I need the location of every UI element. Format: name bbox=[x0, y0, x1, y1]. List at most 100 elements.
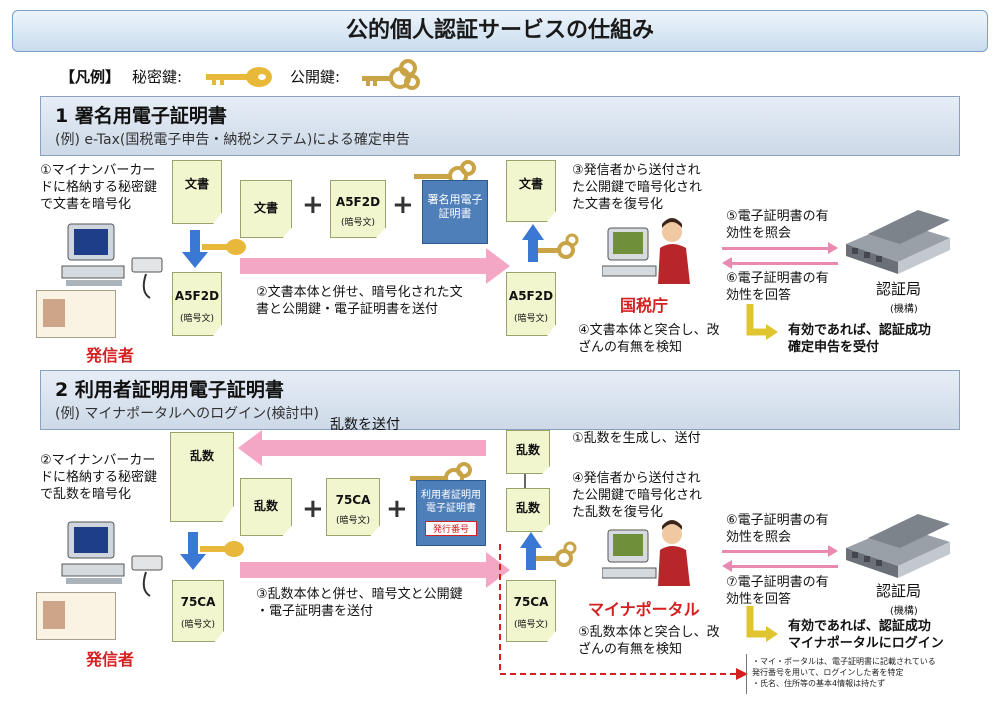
s2-step4: ④発信者から送付され た公開鍵で暗号化され た乱数を復号化 bbox=[572, 471, 703, 520]
s2-random-label: 乱数 bbox=[189, 449, 214, 463]
s1-bundle-document: 文書 bbox=[240, 180, 292, 238]
s2-authority-sub: (機構) bbox=[890, 606, 918, 617]
s2-bundle-cipher-label: 75CA bbox=[335, 493, 371, 507]
plus-icon: + bbox=[392, 190, 414, 220]
s2-send-random-arrow bbox=[238, 430, 486, 466]
s2-cipher-doc-receiver: 75CA (暗号文) bbox=[506, 580, 556, 642]
s2-result-arrow bbox=[746, 606, 778, 642]
s2-step5: ⑤乱数本体と突合し、改 ざんの有無を検知 bbox=[578, 625, 720, 657]
s1-result-arrow bbox=[746, 304, 778, 340]
s2-bundle-cipher-sub: (暗号文) bbox=[335, 516, 371, 526]
s1-document: 文書 bbox=[172, 160, 222, 224]
s2-cipher-doc-sender: 75CA (暗号文) bbox=[172, 580, 224, 642]
s2-authority-building-icon bbox=[846, 514, 950, 578]
s2-step7: ⑦電子証明書の有 効性を回答 bbox=[726, 575, 829, 607]
s2-check-random-label: 乱数 bbox=[515, 501, 540, 515]
page-title: 公的個人認証サービスの仕組み bbox=[12, 10, 988, 52]
s1-authority-sub: (機構) bbox=[890, 304, 918, 315]
s1-step1: ①マイナンバーカー ドに格納する秘密鍵 で文書を暗号化 bbox=[40, 163, 158, 212]
plus-icon: + bbox=[302, 494, 324, 524]
s2-link-line bbox=[524, 474, 526, 488]
s2-my-number-card bbox=[36, 592, 116, 640]
s2-reply-arrow bbox=[722, 560, 838, 572]
s2-cert-label: 利用者証明用 電子証明書 bbox=[421, 490, 481, 514]
s1-receiver-doc-label: 文書 bbox=[518, 177, 543, 191]
s1-my-number-card bbox=[36, 290, 116, 338]
s2-encrypt-arrow bbox=[180, 532, 244, 570]
s2-receiver-cipher-sub: (暗号文) bbox=[513, 620, 549, 630]
s1-step5: ⑤電子証明書の有 効性を照会 bbox=[726, 209, 829, 241]
legend-private-key-label: 秘密鍵: bbox=[132, 68, 183, 86]
s2-send-arrow bbox=[240, 552, 510, 588]
s1-receiver-label: 国税庁 bbox=[620, 296, 669, 315]
s2-receiver-random-label: 乱数 bbox=[515, 443, 540, 457]
s2-random-doc-receiver: 乱数 bbox=[506, 430, 550, 474]
s2-step1: ①乱数を生成し、送付 bbox=[572, 431, 701, 446]
s2-step3: ③乱数本体と併せ、暗号文と公開鍵 ・電子証明書を送付 bbox=[256, 587, 463, 619]
s1-sender-label: 発信者 bbox=[86, 346, 135, 365]
s2-user-certificate: 利用者証明用 電子証明書 発行番号 bbox=[416, 480, 486, 546]
s2-note: ・マイ・ポータルは、電子証明書に記載されている 発行番号を用いて、ログインした者… bbox=[752, 657, 936, 688]
s2-sender-label: 発信者 bbox=[86, 650, 135, 669]
section1-subtitle: (例) e-Tax(国税電子申告・納税システム)による確定申告 bbox=[55, 132, 410, 148]
s1-receiver-cipher-sub: (暗号文) bbox=[513, 314, 549, 324]
s1-document-label: 文書 bbox=[184, 177, 209, 191]
s1-cipher-doc-sender: A5F2D (暗号文) bbox=[172, 272, 222, 336]
s2-decrypt-arrow bbox=[520, 532, 577, 570]
s2-serial-dashed-line bbox=[499, 544, 748, 680]
s2-step6: ⑥電子証明書の有 効性を照会 bbox=[726, 513, 829, 545]
s1-bundle-cipher-sub: (暗号文) bbox=[340, 218, 376, 228]
s1-receiver-document: 文書 bbox=[506, 160, 556, 222]
s2-random-doc-check: 乱数 bbox=[506, 488, 550, 532]
s1-cipher-doc-receiver: A5F2D (暗号文) bbox=[506, 272, 556, 336]
private-key-icon bbox=[206, 67, 272, 87]
section1-title: 1 署名用電子証明書 bbox=[55, 105, 227, 127]
s1-send-arrow bbox=[240, 248, 510, 284]
s1-step3: ③発信者から送付され た公開鍵で暗号化され た文書を復号化 bbox=[572, 163, 703, 212]
s2-bundle-random: 乱数 bbox=[240, 478, 292, 536]
s1-bundle-cipher: A5F2D (暗号文) bbox=[330, 180, 386, 238]
s2-receiver-cipher-label: 75CA bbox=[513, 595, 549, 609]
s1-signature-certificate: 署名用電子 証明書 bbox=[422, 180, 488, 244]
s2-authority-label: 認証局 bbox=[876, 582, 922, 600]
s1-receiver-operator-icon bbox=[602, 218, 690, 284]
s2-cipher-label: 75CA bbox=[180, 595, 216, 609]
s2-receiver-operator-icon bbox=[602, 520, 690, 586]
s2-result: 有効であれば、認証成功 マイナポータルにログイン bbox=[788, 619, 944, 651]
s2-send-random-label: 乱数を送付 bbox=[330, 417, 400, 433]
s1-authority-label: 認証局 bbox=[876, 280, 922, 298]
s1-sender-computer-icon bbox=[61, 223, 163, 299]
s2-bundle-random-label: 乱数 bbox=[253, 499, 278, 513]
s2-bundle-cipher: 75CA (暗号文) bbox=[326, 478, 380, 536]
s1-authority-building-icon bbox=[846, 210, 950, 274]
plus-icon: + bbox=[302, 190, 324, 220]
s1-result: 有効であれば、認証成功 確定申告を受付 bbox=[788, 323, 931, 355]
s1-encrypt-arrow bbox=[182, 230, 246, 268]
s1-cipher-label: A5F2D bbox=[174, 289, 220, 303]
s2-random-doc-sender: 乱数 bbox=[170, 432, 234, 522]
s1-bundle-cipher-label: A5F2D bbox=[335, 195, 381, 209]
s2-cipher-sub: (暗号文) bbox=[180, 620, 216, 630]
section1-header: 1 署名用電子証明書 (例) e-Tax(国税電子申告・納税システム)による確定… bbox=[40, 96, 960, 156]
s2-query-arrow bbox=[722, 545, 838, 557]
section2-title: 2 利用者証明用電子証明書 bbox=[55, 379, 284, 401]
s1-step4: ④文書本体と突合し、改 ざんの有無を検知 bbox=[578, 323, 720, 355]
section2-header: 2 利用者証明用電子証明書 (例) マイナポータルへのログイン(検討中) bbox=[40, 370, 960, 430]
s1-step6: ⑥電子証明書の有 効性を回答 bbox=[726, 271, 829, 303]
s2-sender-computer-icon bbox=[61, 521, 163, 597]
s2-cert-serial: 発行番号 bbox=[425, 521, 477, 536]
plus-icon: + bbox=[386, 494, 408, 524]
public-key-icon bbox=[362, 59, 420, 90]
s1-bundle-doc-label: 文書 bbox=[253, 201, 278, 215]
s2-step2: ②マイナンバーカー ドに格納する秘密鍵 で乱数を暗号化 bbox=[40, 453, 158, 502]
s1-reply-arrow bbox=[722, 257, 838, 269]
s1-receiver-cipher-label: A5F2D bbox=[508, 289, 554, 303]
s2-note-bracket bbox=[746, 654, 748, 694]
s1-cipher-sub: (暗号文) bbox=[179, 314, 215, 324]
legend-heading: 【凡例】 bbox=[60, 68, 121, 86]
s1-query-arrow bbox=[722, 242, 838, 254]
legend-public-key-label: 公開鍵: bbox=[290, 68, 341, 86]
s2-receiver-label: マイナポータル bbox=[588, 600, 700, 619]
s1-step2: ②文書本体と併せ、暗号化された文 書と公開鍵・電子証明書を送付 bbox=[256, 285, 463, 317]
section2-subtitle: (例) マイナポータルへのログイン(検討中) bbox=[55, 406, 320, 422]
